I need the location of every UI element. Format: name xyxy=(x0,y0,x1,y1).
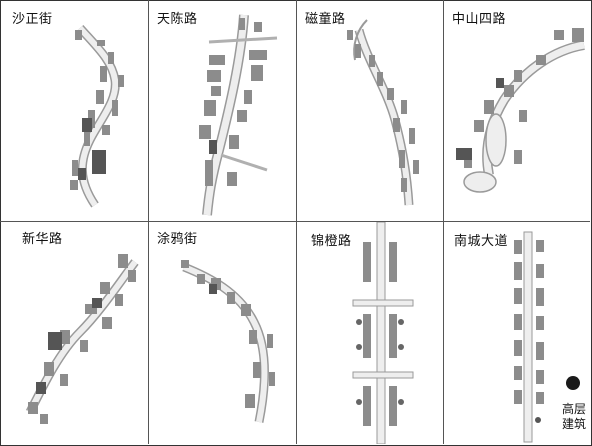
column-divider-3 xyxy=(443,0,444,444)
panel-tuya-street: 涂鸦街 xyxy=(149,222,296,444)
panel-label: 锦橙路 xyxy=(311,234,352,249)
street-plan-citong xyxy=(347,19,419,206)
panel-jincheng-road: 锦橙路 xyxy=(297,222,443,444)
panel-label: 磁童路 xyxy=(305,12,346,27)
panel-citong-road: 磁童路 xyxy=(297,0,443,221)
high-rise-legend-marker xyxy=(566,376,580,390)
column-divider-1 xyxy=(148,0,149,444)
panel-label: 涂鸦街 xyxy=(157,232,198,247)
high-rise-legend-label: 高层 建筑 xyxy=(562,402,588,432)
column-divider-2 xyxy=(296,0,297,444)
street-plan-jincheng xyxy=(352,222,414,444)
panel-zhongshan-road: 中山四路 xyxy=(444,0,590,221)
panel-label: 南城大道 xyxy=(454,234,509,249)
street-plan-tuya xyxy=(181,260,275,423)
legend-line-2: 建筑 xyxy=(562,417,587,431)
legend-line-1: 高层 xyxy=(562,402,587,416)
street-plan-zhongshan xyxy=(456,28,585,193)
street-plan-shazheng xyxy=(70,25,124,208)
panel-nancheng-avenue: 南城大道 xyxy=(444,222,590,444)
panel-tianchen-road: 天陈路 xyxy=(149,0,296,221)
panel-label: 沙正街 xyxy=(12,12,53,27)
street-plan-xinhua xyxy=(25,254,139,424)
panel-label: 天陈路 xyxy=(157,12,198,27)
panel-shazheng-street: 沙正街 xyxy=(0,0,148,221)
panel-label: 中山四路 xyxy=(452,12,507,27)
row-divider xyxy=(0,221,590,222)
panel-label: 新华路 xyxy=(22,232,63,247)
street-plan-tianchen xyxy=(199,14,278,216)
street-plan-nancheng xyxy=(514,231,544,443)
panel-xinhua-road: 新华路 xyxy=(0,222,148,444)
